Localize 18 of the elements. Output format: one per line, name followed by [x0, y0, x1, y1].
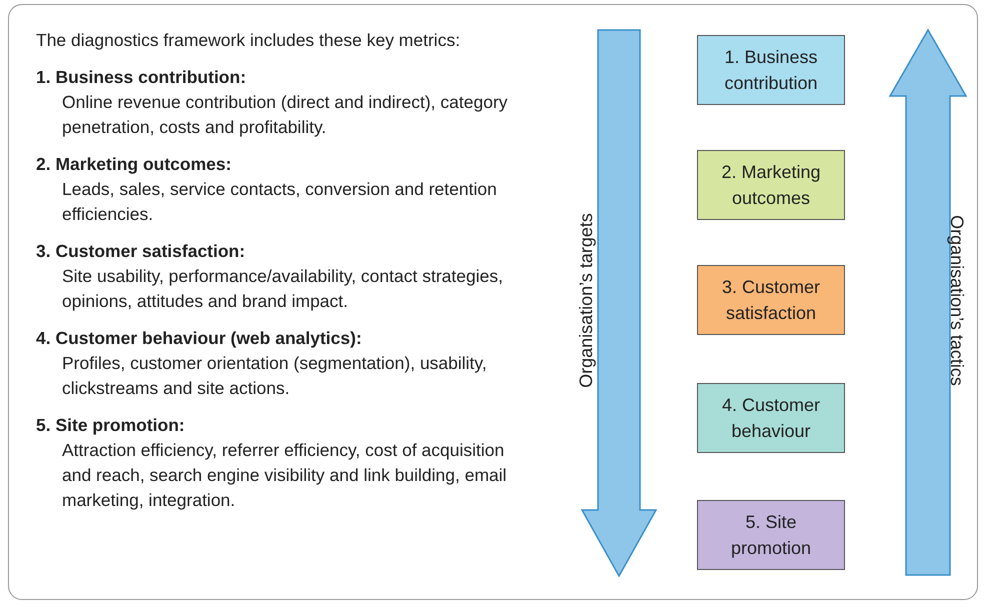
metric-description: Attraction efficiency, referrer efficiency, cost of acquisition and reach, search engine visibility and link building, email marketing, integration.	[61, 439, 508, 512]
metric-box: 2. Marketing outcomes	[697, 150, 845, 220]
metric-heading: 2. Marketing outcomes:	[36, 153, 232, 176]
metric-heading: 3. Customer satisfaction:	[36, 240, 246, 263]
intro-text: The diagnostics framework includes these key metrics:	[36, 29, 462, 52]
metric-box: 1. Business contribution	[697, 35, 845, 105]
metric-box: 3. Customer satisfaction	[697, 265, 845, 335]
metric-description: Profiles, customer orientation (segmentation), usability, clickstreams and site actions.	[61, 352, 488, 400]
axis-label: Organisation’s tactics	[945, 214, 966, 386]
metric-heading: 4. Customer behaviour (web analytics):	[36, 327, 363, 350]
metric-box: 5. Site promotion	[697, 500, 845, 570]
metric-description: Online revenue contribution (direct and indirect), category penetration, costs and profitability.	[61, 91, 509, 139]
metric-description: Site usability, performance/availability, contact strategies, opinions, attitudes and brand impact.	[61, 265, 504, 313]
metric-heading: 5. Site promotion:	[36, 414, 186, 437]
metric-description: Leads, sales, service contacts, conversion and retention efficiencies.	[61, 178, 498, 226]
metric-heading: 1. Business contribution:	[36, 66, 248, 89]
metric-box: 4. Customer behaviour	[697, 383, 845, 453]
axis-label: Organisation’s targets	[575, 212, 596, 388]
